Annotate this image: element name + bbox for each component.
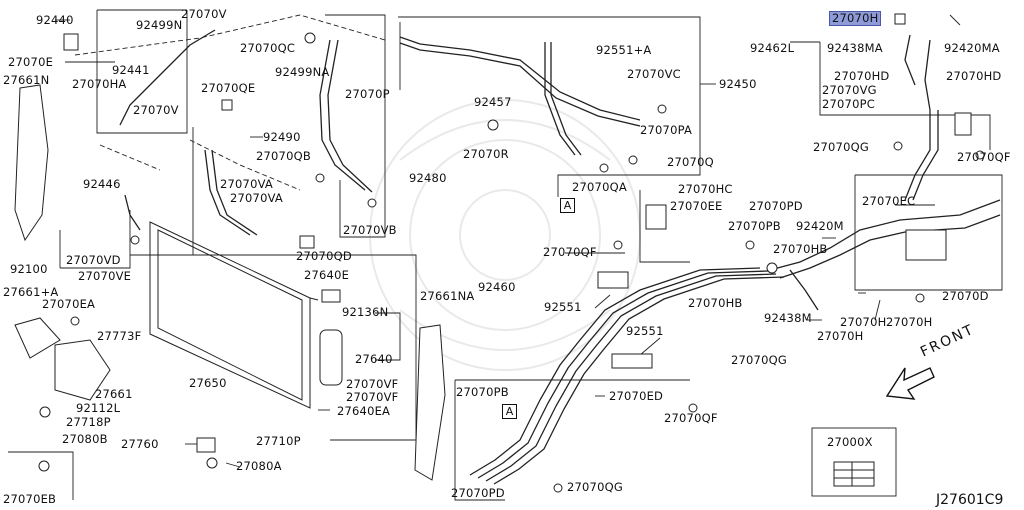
part-label[interactable]: 92446 bbox=[83, 177, 121, 191]
part-label[interactable]: 27070EB bbox=[3, 492, 57, 506]
condenser bbox=[149, 221, 319, 409]
part-label[interactable]: 27070QG bbox=[731, 353, 787, 367]
part-label[interactable]: 92420MA bbox=[944, 41, 1000, 55]
part-label[interactable]: 27070VG bbox=[822, 83, 877, 97]
part-label[interactable]: 92136N bbox=[342, 305, 389, 319]
part-label[interactable]: 92440 bbox=[36, 13, 74, 27]
part-label[interactable]: 27661NA bbox=[420, 289, 475, 303]
part-label[interactable]: 27070QF bbox=[543, 245, 597, 259]
part-label[interactable]: 27640E bbox=[304, 268, 350, 282]
part-label[interactable]: 27070PA bbox=[640, 123, 693, 137]
part-label[interactable]: 92112L bbox=[76, 401, 121, 415]
part-label[interactable]: 27070PB bbox=[456, 385, 509, 399]
part-label[interactable]: 27650 bbox=[189, 376, 227, 390]
part-label[interactable]: 27070QB bbox=[256, 149, 311, 163]
part-label[interactable]: 27070PD bbox=[451, 486, 505, 500]
part-label[interactable]: 92499NA bbox=[275, 65, 330, 79]
part-label[interactable]: 27070EC bbox=[862, 194, 916, 208]
part-label[interactable]: 27760 bbox=[121, 437, 159, 451]
part-label[interactable]: 27070HC bbox=[678, 182, 733, 196]
part-label[interactable]: 27070Q bbox=[667, 155, 714, 169]
part-label[interactable]: 92457 bbox=[474, 95, 512, 109]
part-label[interactable]: 27070D bbox=[942, 289, 989, 303]
part-label[interactable]: 27070V bbox=[133, 103, 179, 117]
part-label[interactable]: 92438MA bbox=[827, 41, 883, 55]
part-label[interactable]: 27070PB bbox=[728, 219, 781, 233]
receiver-drier bbox=[319, 289, 343, 386]
part-label[interactable]: 92551 bbox=[544, 300, 582, 314]
part-label[interactable]: 27773F bbox=[97, 329, 142, 343]
part-label[interactable]: 27718P bbox=[66, 415, 111, 429]
diagram-code: J27601C9 bbox=[936, 492, 1004, 508]
part-label[interactable]: 92438M bbox=[764, 311, 812, 325]
part-label[interactable]: 27080A bbox=[236, 459, 282, 473]
part-label[interactable]: 27070VB bbox=[343, 223, 397, 237]
part-label[interactable]: 27661N bbox=[3, 73, 50, 87]
part-label[interactable]: 27070QG bbox=[567, 480, 623, 494]
part-label[interactable]: 92460 bbox=[478, 280, 516, 294]
part-label[interactable]: 92450 bbox=[719, 77, 757, 91]
front-arrow bbox=[885, 367, 935, 400]
part-label[interactable]: 92420M bbox=[796, 219, 844, 233]
part-label[interactable]: 27070VF bbox=[346, 390, 399, 404]
part-label[interactable]: 27640EA bbox=[337, 404, 391, 418]
part-label[interactable]: 27070QD bbox=[296, 249, 352, 263]
callout-a-bottom: A bbox=[502, 404, 517, 419]
part-label[interactable]: 92462L bbox=[750, 41, 795, 55]
part-label[interactable]: 27070HD bbox=[946, 69, 1002, 83]
left-shields bbox=[14, 84, 446, 481]
part-label[interactable]: 92499N bbox=[136, 18, 183, 32]
part-label[interactable]: 92100 bbox=[10, 262, 48, 276]
part-label[interactable]: 27070PD bbox=[749, 199, 803, 213]
part-label[interactable]: 27070QG bbox=[813, 140, 869, 154]
part-label[interactable]: 27070VD bbox=[66, 253, 121, 267]
pipes bbox=[119, 29, 1001, 485]
part-label[interactable]: 27640 bbox=[355, 352, 393, 366]
part-label[interactable]: 27070HD bbox=[834, 69, 890, 83]
part-label[interactable]: 27070QA bbox=[572, 180, 627, 194]
part-label[interactable]: 92441 bbox=[112, 63, 150, 77]
part-label[interactable]: 27070HB bbox=[688, 296, 743, 310]
part-label[interactable]: 27070QC bbox=[240, 41, 296, 55]
part-label[interactable]: 27070EE bbox=[670, 199, 723, 213]
callout-a-top: A bbox=[560, 198, 575, 213]
part-label-selected[interactable]: 27070H bbox=[828, 11, 882, 26]
part-label[interactable]: 27661 bbox=[95, 387, 133, 401]
part-label[interactable]: 92480 bbox=[409, 171, 447, 185]
fittings bbox=[38, 13, 985, 493]
part-label[interactable]: 27000X bbox=[827, 435, 873, 449]
leader-lines bbox=[8, 9, 1003, 501]
part-label[interactable]: 27070HA bbox=[72, 77, 127, 91]
part-label[interactable]: 27070QF bbox=[664, 411, 718, 425]
part-label[interactable]: 27070EA bbox=[42, 297, 96, 311]
part-label[interactable]: 27070P bbox=[345, 87, 390, 101]
part-label[interactable]: 27070R bbox=[463, 147, 509, 161]
part-label[interactable]: 92490 bbox=[263, 130, 301, 144]
part-label[interactable]: 27070QF bbox=[957, 150, 1011, 164]
part-label[interactable]: 27710P bbox=[256, 434, 301, 448]
part-label[interactable]: 27070V bbox=[181, 7, 227, 21]
part-label[interactable]: 27080B bbox=[62, 432, 108, 446]
part-label[interactable]: 27070ED bbox=[609, 389, 664, 403]
part-label[interactable]: 27070H bbox=[886, 315, 933, 329]
label-sticker bbox=[833, 461, 875, 487]
part-label[interactable]: 27070VA bbox=[220, 177, 273, 191]
part-label[interactable]: 27070VF bbox=[346, 377, 399, 391]
part-label[interactable]: 27661+A bbox=[3, 285, 59, 299]
part-label[interactable]: 27070VE bbox=[78, 269, 132, 283]
part-label[interactable]: 27070HB bbox=[773, 242, 828, 256]
part-label[interactable]: 92551 bbox=[626, 324, 664, 338]
part-label[interactable]: 27070E bbox=[8, 55, 54, 69]
part-label[interactable]: 27070PC bbox=[822, 97, 875, 111]
part-label[interactable]: 92551+A bbox=[596, 43, 652, 57]
part-label[interactable]: 27070VA bbox=[230, 191, 283, 205]
part-label[interactable]: 27070QE bbox=[201, 81, 256, 95]
part-label[interactable]: 27070H bbox=[817, 329, 864, 343]
part-label[interactable]: 27070VC bbox=[627, 67, 681, 81]
part-label[interactable]: 27070H bbox=[840, 315, 887, 329]
